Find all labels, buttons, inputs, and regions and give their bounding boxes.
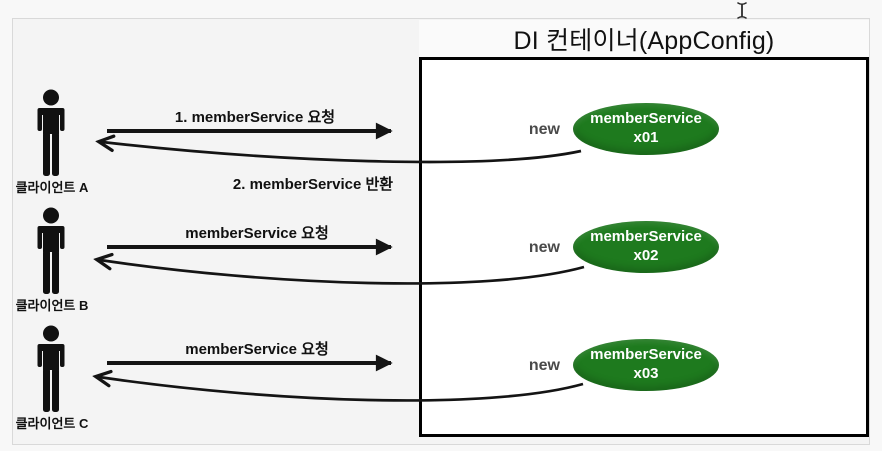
client-b-label: 클라이언트 B <box>15 298 89 313</box>
person-icon <box>37 207 65 294</box>
text-cursor-icon <box>737 2 747 19</box>
return-label-a: 2. memberService 반환 <box>232 176 394 193</box>
title-band: DI 컨테이너(AppConfig) <box>419 20 869 57</box>
new-label-a: new <box>528 121 560 138</box>
request-label-b: memberService 요청 <box>185 225 329 242</box>
service-name: memberService <box>590 228 702 246</box>
request-label-c: memberService 요청 <box>185 341 329 358</box>
new-label-c: new <box>528 357 560 374</box>
person-icon <box>37 89 65 176</box>
client-c-label: 클라이언트 C <box>15 416 89 431</box>
service-instance: x02 <box>633 247 659 264</box>
member-service-x03-node: memberService x03 <box>573 339 719 391</box>
member-service-x01-node: memberService x01 <box>573 103 719 155</box>
client-a-label: 클라이언트 A <box>15 180 89 195</box>
service-instance: x03 <box>633 365 659 382</box>
diagram-title: DI 컨테이너(AppConfig) <box>513 26 775 55</box>
client-b-icon <box>33 207 69 295</box>
service-name: memberService <box>590 346 702 364</box>
client-a-icon <box>33 89 69 177</box>
person-icon <box>37 325 65 412</box>
service-instance: x01 <box>633 129 659 146</box>
service-name: memberService <box>590 110 702 128</box>
request-label-a: 1. memberService 요청 <box>174 109 336 126</box>
member-service-x02-node: memberService x02 <box>573 221 719 273</box>
client-c-icon <box>33 325 69 413</box>
new-label-b: new <box>528 239 560 256</box>
